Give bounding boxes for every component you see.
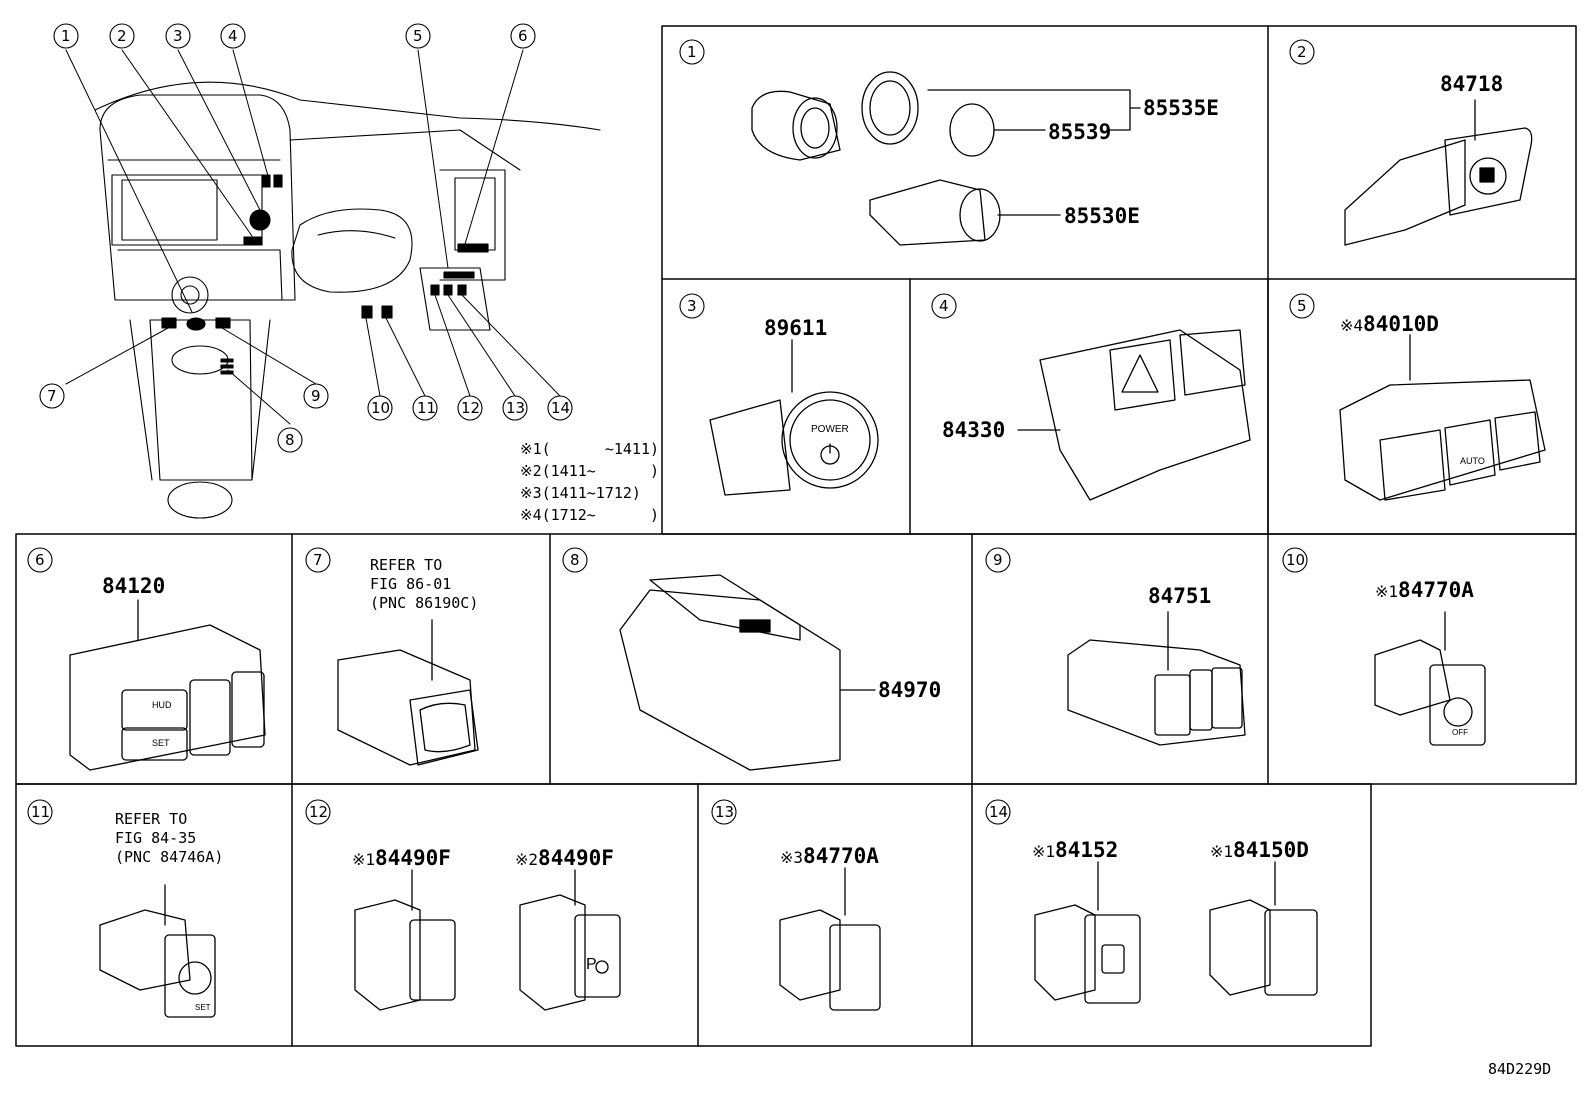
refer-fig-84-35[interactable]: REFER TO FIG 84-35 (PNC 84746A) bbox=[115, 810, 223, 867]
part-85539[interactable]: 85539 bbox=[1048, 120, 1112, 144]
power-switch-illustration bbox=[710, 340, 878, 495]
cell-index-2: 2 bbox=[1297, 43, 1307, 61]
part-84152[interactable]: ※184152 bbox=[1032, 838, 1119, 862]
callout-6: 6 bbox=[518, 27, 528, 45]
callout-2: 2 bbox=[117, 27, 127, 45]
grid-borders bbox=[16, 26, 1576, 1046]
callout-10: 10 bbox=[371, 399, 391, 417]
callout-11: 11 bbox=[417, 399, 437, 417]
callout-7: 7 bbox=[47, 387, 57, 405]
part-84770A-cell10[interactable]: ※184770A bbox=[1375, 578, 1474, 602]
cell-index-8: 8 bbox=[570, 551, 580, 569]
power-label: POWER bbox=[811, 424, 849, 435]
cell-index-12: 12 bbox=[309, 803, 329, 821]
part-84120[interactable]: 84120 bbox=[102, 574, 166, 598]
socket-illustration bbox=[752, 72, 1140, 245]
set-label: SET bbox=[152, 738, 170, 748]
cell-index-9: 9 bbox=[993, 551, 1003, 569]
callout-3: 3 bbox=[173, 27, 183, 45]
part-85530E[interactable]: 85530E bbox=[1064, 204, 1140, 228]
callout-4: 4 bbox=[228, 27, 238, 45]
part-84751[interactable]: 84751 bbox=[1148, 584, 1212, 608]
part-89611[interactable]: 89611 bbox=[764, 316, 828, 340]
cell-index-14: 14 bbox=[989, 803, 1009, 821]
refer-line-3: (PNC 86190C) bbox=[370, 594, 479, 612]
date-range-notes: ※1( ~1411) ※2(1411~ ) ※3(1411~1712) ※4(1… bbox=[520, 438, 659, 526]
hud-label: HUD bbox=[152, 700, 172, 710]
seat-heater-switch-illustration bbox=[1068, 612, 1245, 745]
cell-index-11: 11 bbox=[31, 803, 51, 821]
refer-line-1: REFER TO bbox=[115, 810, 188, 828]
part-84970[interactable]: 84970 bbox=[878, 678, 942, 702]
refer-line-2: FIG 84-35 bbox=[115, 829, 197, 847]
callout-13: 13 bbox=[506, 399, 526, 417]
note-3: ※3(1411~1712) bbox=[520, 484, 641, 502]
auto-label: AUTO bbox=[1460, 456, 1485, 466]
refer-line-1: REFER TO bbox=[370, 556, 443, 574]
cell-index-3: 3 bbox=[687, 297, 697, 315]
knob-switch-illustration bbox=[1375, 612, 1485, 745]
note-1: ※1( ~1411) bbox=[520, 440, 660, 458]
cell11-switch-illustration bbox=[100, 885, 215, 1017]
cell-index-4: 4 bbox=[939, 297, 949, 315]
refer-line-3: (PNC 84746A) bbox=[115, 848, 224, 866]
cell-index-1: 1 bbox=[687, 43, 697, 61]
off-label: OFF bbox=[1452, 728, 1468, 737]
callout-1: 1 bbox=[61, 27, 71, 45]
diagram-code: 84D229D bbox=[1488, 1060, 1552, 1078]
note-4: ※4(1712~ ) bbox=[520, 506, 660, 524]
parking-switch-illustration bbox=[1345, 100, 1532, 245]
refer-line-2: FIG 86-01 bbox=[370, 575, 452, 593]
blank-switch-illustration bbox=[338, 620, 478, 765]
callout-8: 8 bbox=[285, 431, 295, 449]
part-84330[interactable]: 84330 bbox=[942, 418, 1006, 442]
callout-9: 9 bbox=[311, 387, 321, 405]
cell13-switch-illustration bbox=[780, 868, 880, 1010]
callout-5: 5 bbox=[413, 27, 423, 45]
refer-fig-86-01[interactable]: REFER TO FIG 86-01 (PNC 86190C) bbox=[370, 556, 478, 613]
part-84150D[interactable]: ※184150D bbox=[1210, 838, 1309, 862]
cell14-switch-illustrations bbox=[1035, 862, 1317, 1003]
part-84770A-cell13[interactable]: ※384770A bbox=[780, 844, 879, 868]
part-84010D[interactable]: ※484010D bbox=[1340, 312, 1439, 336]
part-84718[interactable]: 84718 bbox=[1440, 72, 1504, 96]
cell-index-6: 6 bbox=[35, 551, 45, 569]
overview-leaders bbox=[66, 50, 560, 424]
hud-switch-illustration bbox=[70, 600, 265, 770]
cell-index-10: 10 bbox=[1286, 551, 1306, 569]
part-84490F-a[interactable]: ※184490F bbox=[352, 846, 451, 870]
callout-14: 14 bbox=[551, 399, 571, 417]
note-2: ※2(1411~ ) bbox=[520, 462, 660, 480]
cell-index-7: 7 bbox=[313, 551, 323, 569]
overview-callout-circles bbox=[40, 24, 572, 452]
set-label-cell11: SET bbox=[195, 1003, 211, 1012]
cell-index-circles bbox=[28, 40, 1314, 824]
callout-12: 12 bbox=[461, 399, 481, 417]
multi-switch-illustration bbox=[620, 575, 875, 770]
cell12-switch-illustrations bbox=[355, 870, 620, 1010]
auto-switch-illustration bbox=[1340, 335, 1545, 500]
part-84490F-b[interactable]: ※284490F bbox=[515, 846, 614, 870]
cell-index-5: 5 bbox=[1297, 297, 1307, 315]
cell-index-13: 13 bbox=[715, 803, 735, 821]
part-85535E[interactable]: 85535E bbox=[1143, 96, 1219, 120]
hazard-switch-illustration bbox=[1018, 330, 1250, 500]
p-label: P bbox=[586, 956, 597, 973]
